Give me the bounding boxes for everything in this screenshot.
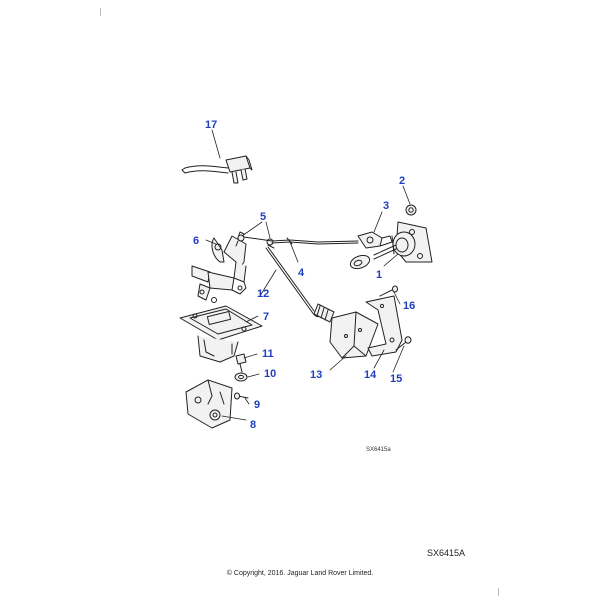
callout-2: 2 (399, 175, 405, 187)
callout-15: 15 (390, 373, 402, 385)
leader-lines (205, 129, 411, 421)
callout-9: 9 (254, 399, 260, 411)
lock-barrel-part (349, 221, 433, 270)
bolt-part-11 (235, 353, 247, 373)
callout-6: 6 (193, 235, 199, 247)
bezel-nut-part (405, 204, 417, 216)
callout-4: 4 (298, 267, 305, 279)
callout-8: 8 (250, 419, 256, 431)
corner-tick-bottom (498, 588, 499, 596)
rod-clips-part (235, 234, 275, 249)
screw-part-16 (379, 285, 398, 297)
screw-part-9 (234, 392, 249, 400)
corner-tick-top (100, 8, 101, 16)
screw-part-15 (395, 336, 412, 351)
bush-part (234, 372, 248, 382)
illustration-reference: SX6415A (427, 548, 466, 558)
callout-13: 13 (310, 369, 322, 381)
callout-11: 11 (262, 348, 274, 360)
callout-5: 5 (260, 211, 266, 223)
copyright-notice: © Copyright, 2016. Jaguar Land Rover Lim… (226, 570, 374, 577)
callout-14: 14 (364, 369, 377, 381)
actuator-bracket-part (365, 295, 403, 357)
callout-16: 16 (403, 300, 415, 312)
operating-rod-upper (243, 236, 359, 245)
callout-17: 17 (205, 119, 217, 131)
door-lock-actuator-part (313, 303, 379, 359)
callout-10: 10 (264, 368, 276, 380)
latch-bracket-part (191, 231, 247, 303)
operating-rod-long (265, 246, 321, 318)
latch-assembly-part (185, 379, 233, 429)
callout-7: 7 (263, 311, 269, 323)
lock-lever-part (357, 231, 393, 249)
callout-3: 3 (383, 200, 389, 212)
striker-plate-part (179, 305, 263, 363)
callout-1: 1 (376, 269, 382, 281)
callout-12: 12 (257, 288, 269, 300)
illustration-reference-small: SX6415a (366, 447, 391, 453)
release-cable-part (181, 155, 253, 184)
